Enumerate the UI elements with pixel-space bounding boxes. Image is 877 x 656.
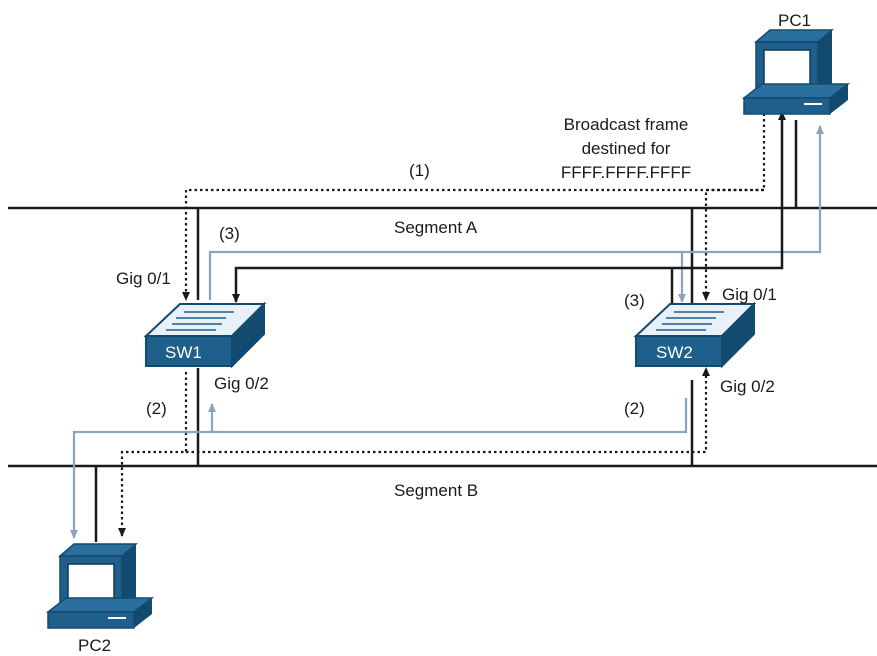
step-2-right-label: (2) (624, 399, 645, 418)
switch-arrows-icon (656, 311, 724, 331)
pc1-label: PC1 (778, 11, 812, 30)
cabling (94, 120, 798, 542)
broadcast-path-2-sw1 (118, 372, 188, 537)
pc2-label: PC2 (78, 636, 112, 655)
switch-sw1 (143, 301, 267, 369)
broadcast-path-1 (182, 108, 766, 301)
sw1-port-top-label: Gig 0/1 (116, 269, 171, 288)
forward-path-3-black (232, 111, 786, 303)
broadcast-note-line1: Broadcast frame (563, 115, 689, 134)
pc2-computer-icon (45, 543, 155, 629)
step-2-left-label: (2) (146, 399, 167, 418)
broadcast-note-line3: FFFF.FFFF.FFFF (560, 163, 692, 182)
sw1-port-bottom-label: Gig 0/2 (214, 374, 269, 393)
step-1-label: (1) (409, 161, 430, 180)
step-3-left-label: (3) (219, 224, 240, 243)
segment-b-label: Segment B (394, 481, 479, 500)
step-3-right-label: (3) (624, 291, 645, 310)
sw2-label: SW2 (656, 343, 693, 362)
segment-a-label: Segment A (394, 218, 478, 237)
switch-arrows-icon (166, 311, 234, 331)
switch-sw2 (633, 301, 757, 369)
forward-path-2 (70, 398, 688, 539)
forward-path-3 (208, 125, 824, 303)
sw2-port-bottom-label: Gig 0/2 (720, 377, 775, 396)
pc1-computer-icon (741, 29, 851, 115)
sw2-port-top-label: Gig 0/1 (722, 285, 777, 304)
broadcast-note-line2: destined for (581, 139, 671, 158)
sw1-label: SW1 (165, 343, 202, 362)
